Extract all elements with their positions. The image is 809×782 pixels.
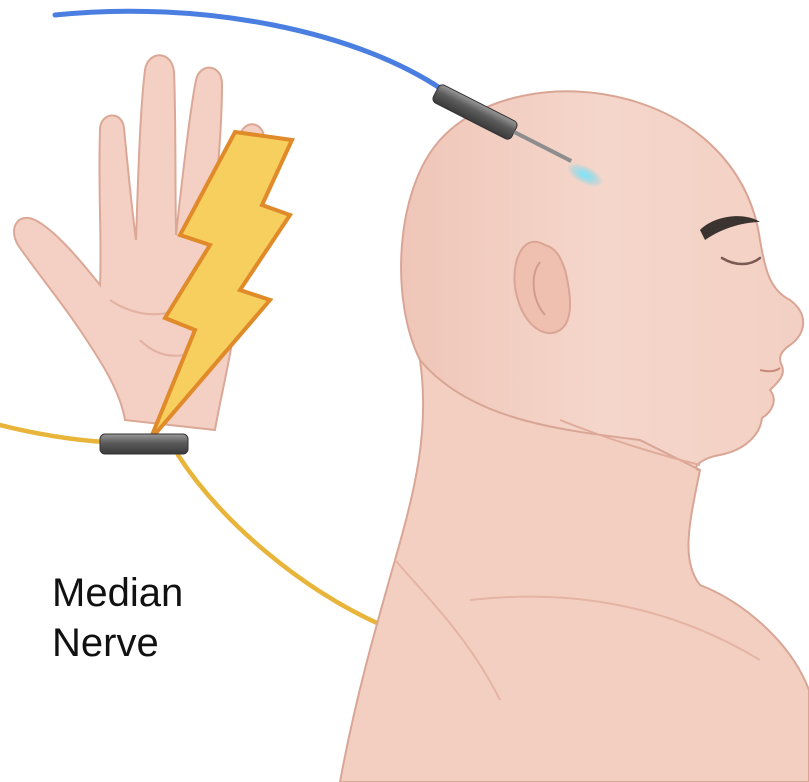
head-profile bbox=[340, 91, 809, 782]
label-line-1: Median bbox=[52, 568, 183, 618]
surface-electrode-icon bbox=[100, 434, 188, 454]
median-nerve-label: Median Nerve bbox=[52, 568, 183, 668]
blue-wire bbox=[55, 11, 450, 95]
yellow-wire-left bbox=[0, 425, 105, 442]
label-line-2: Nerve bbox=[52, 618, 183, 668]
yellow-wire-right bbox=[178, 455, 388, 628]
